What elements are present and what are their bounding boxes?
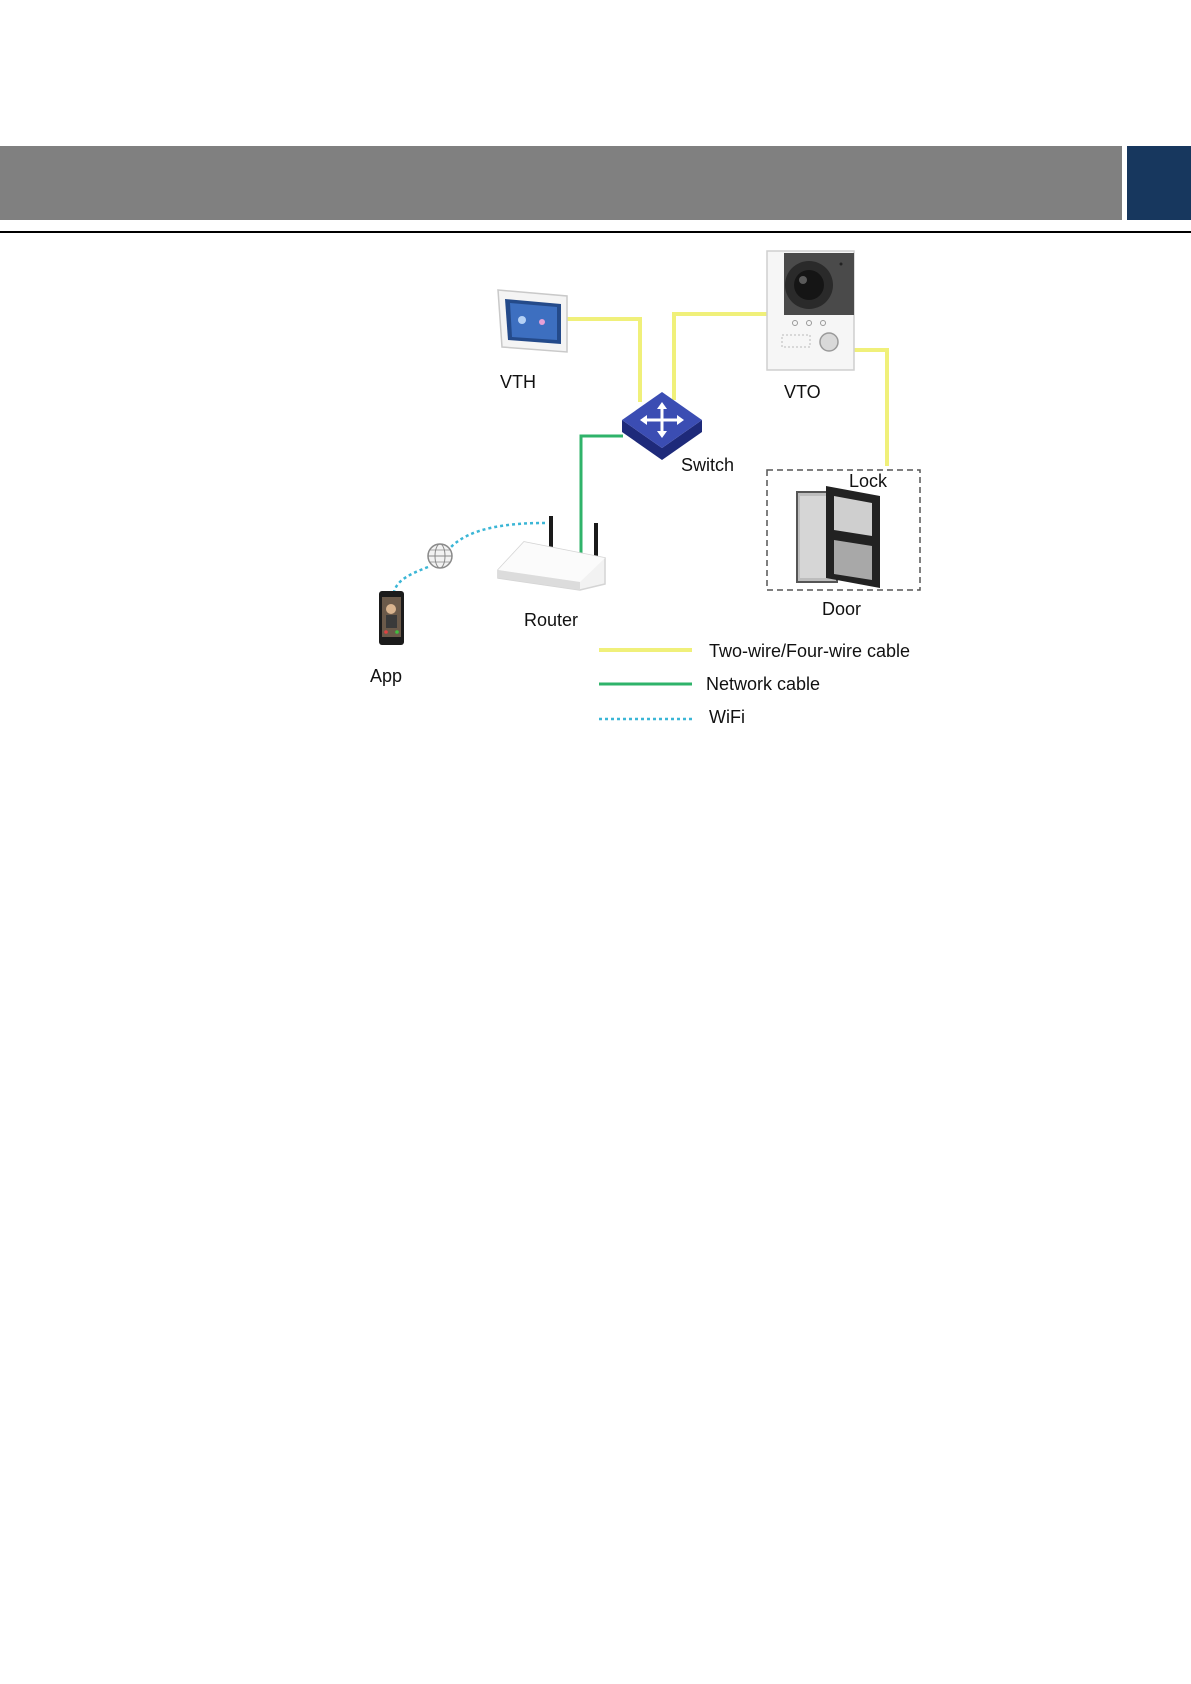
vth-device: VTH (498, 290, 567, 392)
lock-label: Lock (849, 471, 888, 491)
cable-switch-vto (674, 314, 767, 400)
cable-vto-lock (854, 350, 887, 466)
door-station-icon (767, 251, 854, 370)
cable-vth-switch (565, 319, 640, 402)
legend-label-network-cable: Network cable (706, 674, 820, 694)
legend-label-wifi: WiFi (709, 707, 745, 727)
vto-label: VTO (784, 382, 821, 402)
door-device: Lock Door (767, 470, 920, 619)
switch-label: Switch (681, 455, 734, 475)
door-label: Door (822, 599, 861, 619)
app-label: App (370, 666, 402, 686)
network-switch-icon (622, 392, 702, 460)
vth-label: VTH (500, 372, 536, 392)
legend: Two-wire/Four-wire cable Network cable W… (599, 641, 910, 727)
router-device: Router (498, 516, 605, 630)
wifi-globe-app (394, 567, 428, 592)
switch-device: Switch (622, 392, 734, 475)
door-icon (797, 486, 880, 588)
router-label: Router (524, 610, 578, 630)
globe-icon (428, 544, 452, 568)
legend-item-wifi: WiFi (599, 707, 745, 727)
legend-item-network-cable: Network cable (599, 674, 820, 694)
vto-device: VTO (767, 251, 854, 402)
router-icon (498, 516, 605, 590)
indoor-monitor-icon (498, 290, 567, 352)
app-device: App (370, 591, 404, 686)
smartphone-icon (379, 591, 404, 645)
legend-item-two-wire: Two-wire/Four-wire cable (599, 641, 910, 661)
network-cable-switch-router (581, 436, 623, 554)
legend-label-two-wire: Two-wire/Four-wire cable (709, 641, 910, 661)
network-topology-diagram: VTH VTO (0, 0, 1191, 760)
